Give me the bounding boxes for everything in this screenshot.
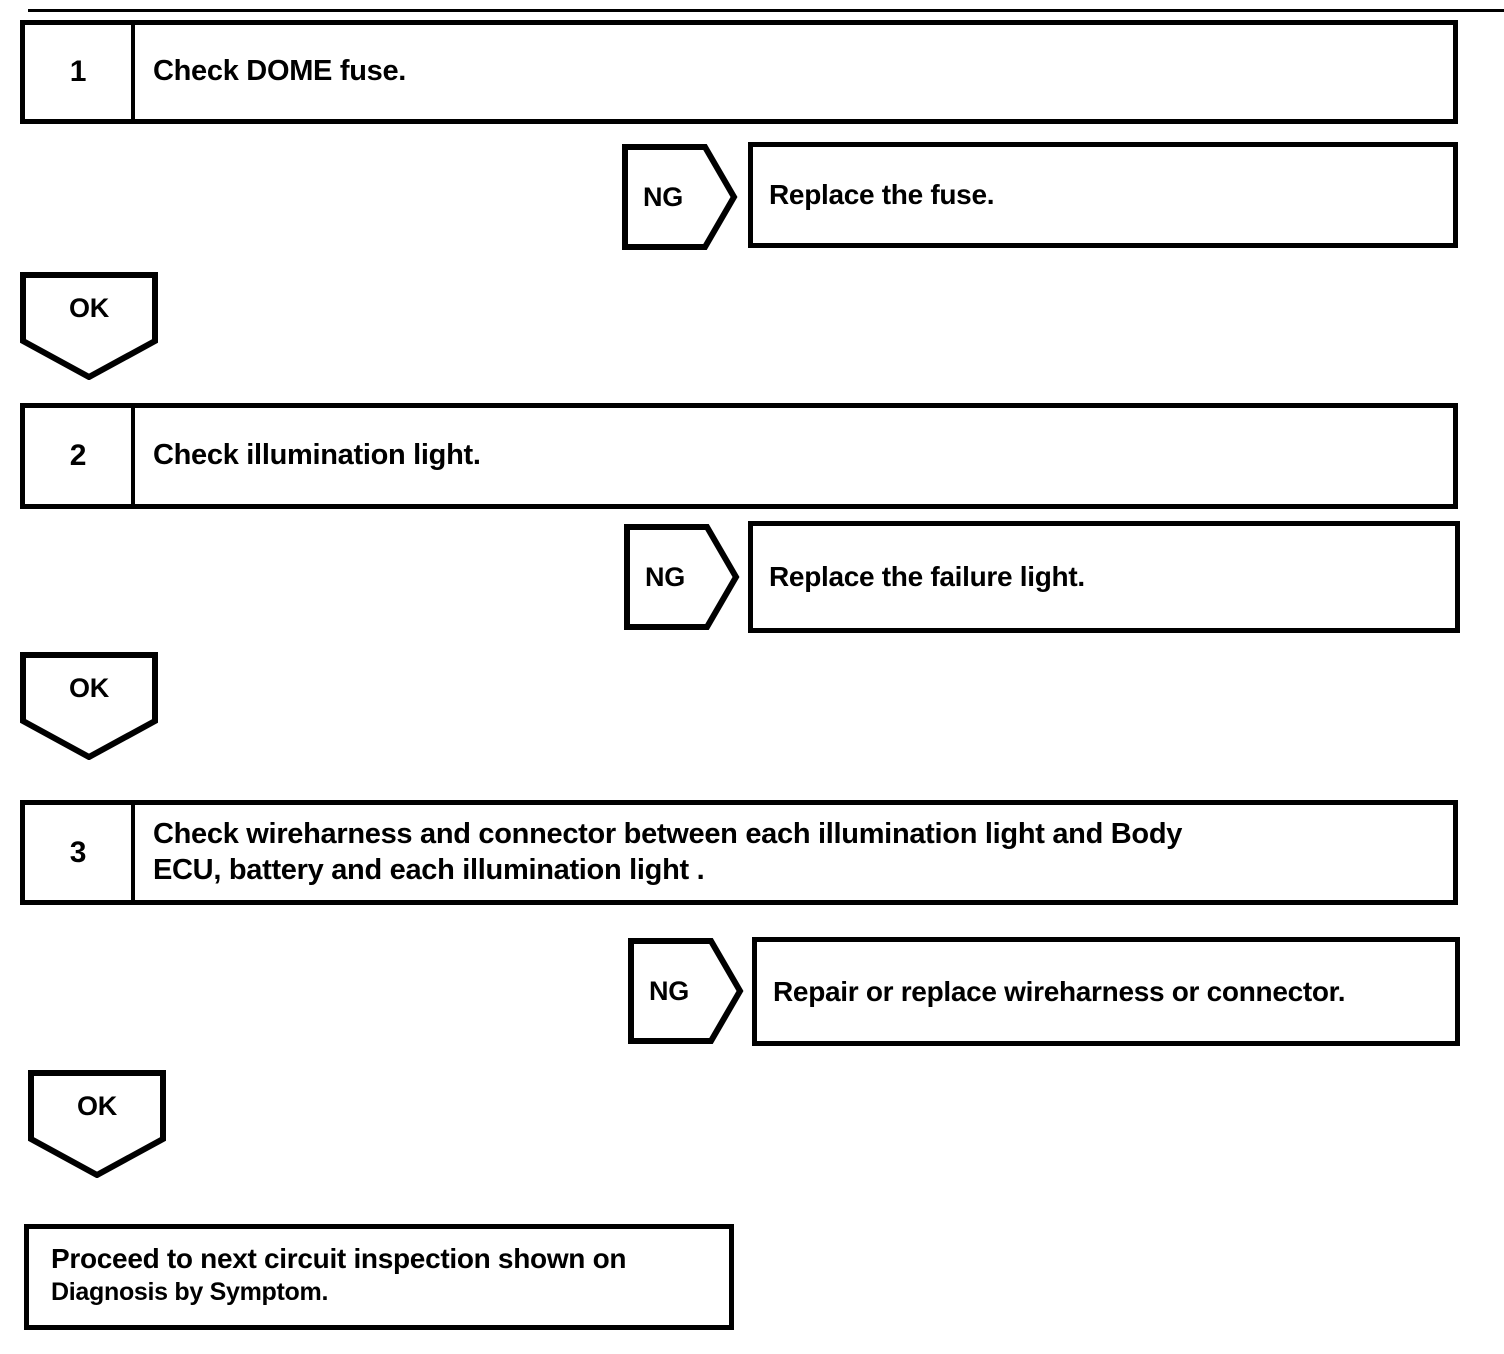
ng-action-box-1: Replace the fuse. [748, 142, 1458, 248]
ok-label-3: OK [77, 1091, 117, 1122]
ng-action-text-3: Repair or replace wireharness or connect… [773, 975, 1346, 1007]
ok-label-1: OK [69, 293, 109, 324]
ok-marker-3: OK [28, 1070, 166, 1178]
result-line-1: Proceed to next circuit inspection shown… [51, 1243, 627, 1274]
step-box-2: 2 Check illumination light. [20, 403, 1458, 509]
step-3-title-line-2: ECU, battery and each illumination light… [153, 853, 705, 886]
step-1-title: Check DOME fuse. [135, 25, 1453, 119]
step-2-title-line-1: Check illumination light. [153, 439, 481, 472]
ng-action-text-2: Replace the failure light. [769, 561, 1085, 592]
ok-marker-1: OK [20, 272, 158, 380]
step-3-title-line-1: Check wireharness and connector between … [153, 817, 1183, 850]
step-2-number: 2 [25, 408, 135, 504]
ng-arrow-icon: NG [622, 144, 738, 250]
step-box-1: 1 Check DOME fuse. [20, 20, 1458, 124]
step-3-title: Check wireharness and connector between … [135, 805, 1453, 900]
ng-label-1: NG [643, 181, 683, 212]
step-3-number: 3 [25, 805, 135, 900]
page-top-rule [28, 9, 1504, 12]
result-line-2: Diagnosis by Symptom. [51, 1278, 329, 1306]
step-1-title-line-1: Check DOME fuse. [153, 55, 407, 88]
ng-arrow-icon: NG [628, 938, 744, 1044]
ng-action-text-1: Replace the fuse. [769, 179, 995, 210]
ng-label-3: NG [649, 975, 689, 1006]
step-2-title: Check illumination light. [135, 408, 1453, 504]
ng-action-box-3: Repair or replace wireharness or connect… [752, 937, 1460, 1046]
ok-label-2: OK [69, 673, 109, 704]
ok-marker-2: OK [20, 652, 158, 760]
ng-action-box-2: Replace the failure light. [748, 521, 1460, 633]
result-box: Proceed to next circuit inspection shown… [24, 1224, 734, 1330]
ng-label-2: NG [645, 561, 685, 592]
ng-arrow-icon: NG [624, 524, 740, 630]
step-box-3: 3 Check wireharness and connector betwee… [20, 800, 1458, 905]
step-1-number: 1 [25, 25, 135, 119]
